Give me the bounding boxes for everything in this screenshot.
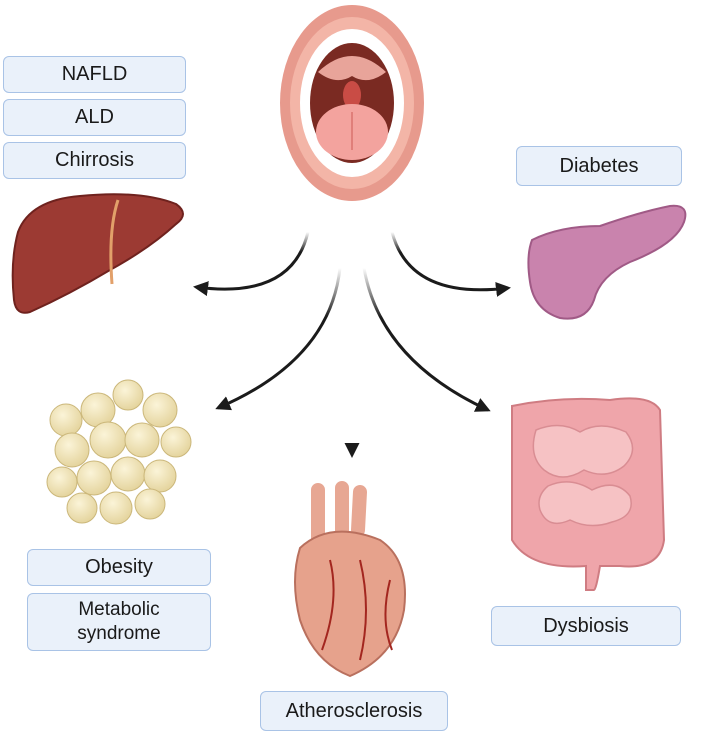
- heart-icon: [294, 481, 406, 678]
- liver-icon: [11, 193, 184, 314]
- label-metabolic-syndrome: Metabolic syndrome: [27, 593, 211, 651]
- label-dysbiosis: Dysbiosis: [491, 606, 681, 646]
- arrow-to-adipose: [215, 267, 342, 411]
- arrows: [193, 231, 511, 458]
- arrow-to-pancreas: [390, 231, 511, 297]
- label-obesity: Obesity: [27, 549, 211, 586]
- intestine-icon: [511, 397, 666, 591]
- arrow-to-intestine: [362, 267, 491, 412]
- pancreas-icon: [527, 204, 687, 320]
- label-atherosclerosis: Atherosclerosis: [260, 691, 448, 731]
- mouth-icon: [280, 5, 424, 201]
- arrow-to-liver: [193, 231, 310, 297]
- label-chirrosis: Chirrosis: [3, 142, 186, 179]
- label-diabetes: Diabetes: [516, 146, 682, 186]
- fat-cells-icon: [46, 379, 192, 525]
- label-ald: ALD: [3, 99, 186, 136]
- label-nafld: NAFLD: [3, 56, 186, 93]
